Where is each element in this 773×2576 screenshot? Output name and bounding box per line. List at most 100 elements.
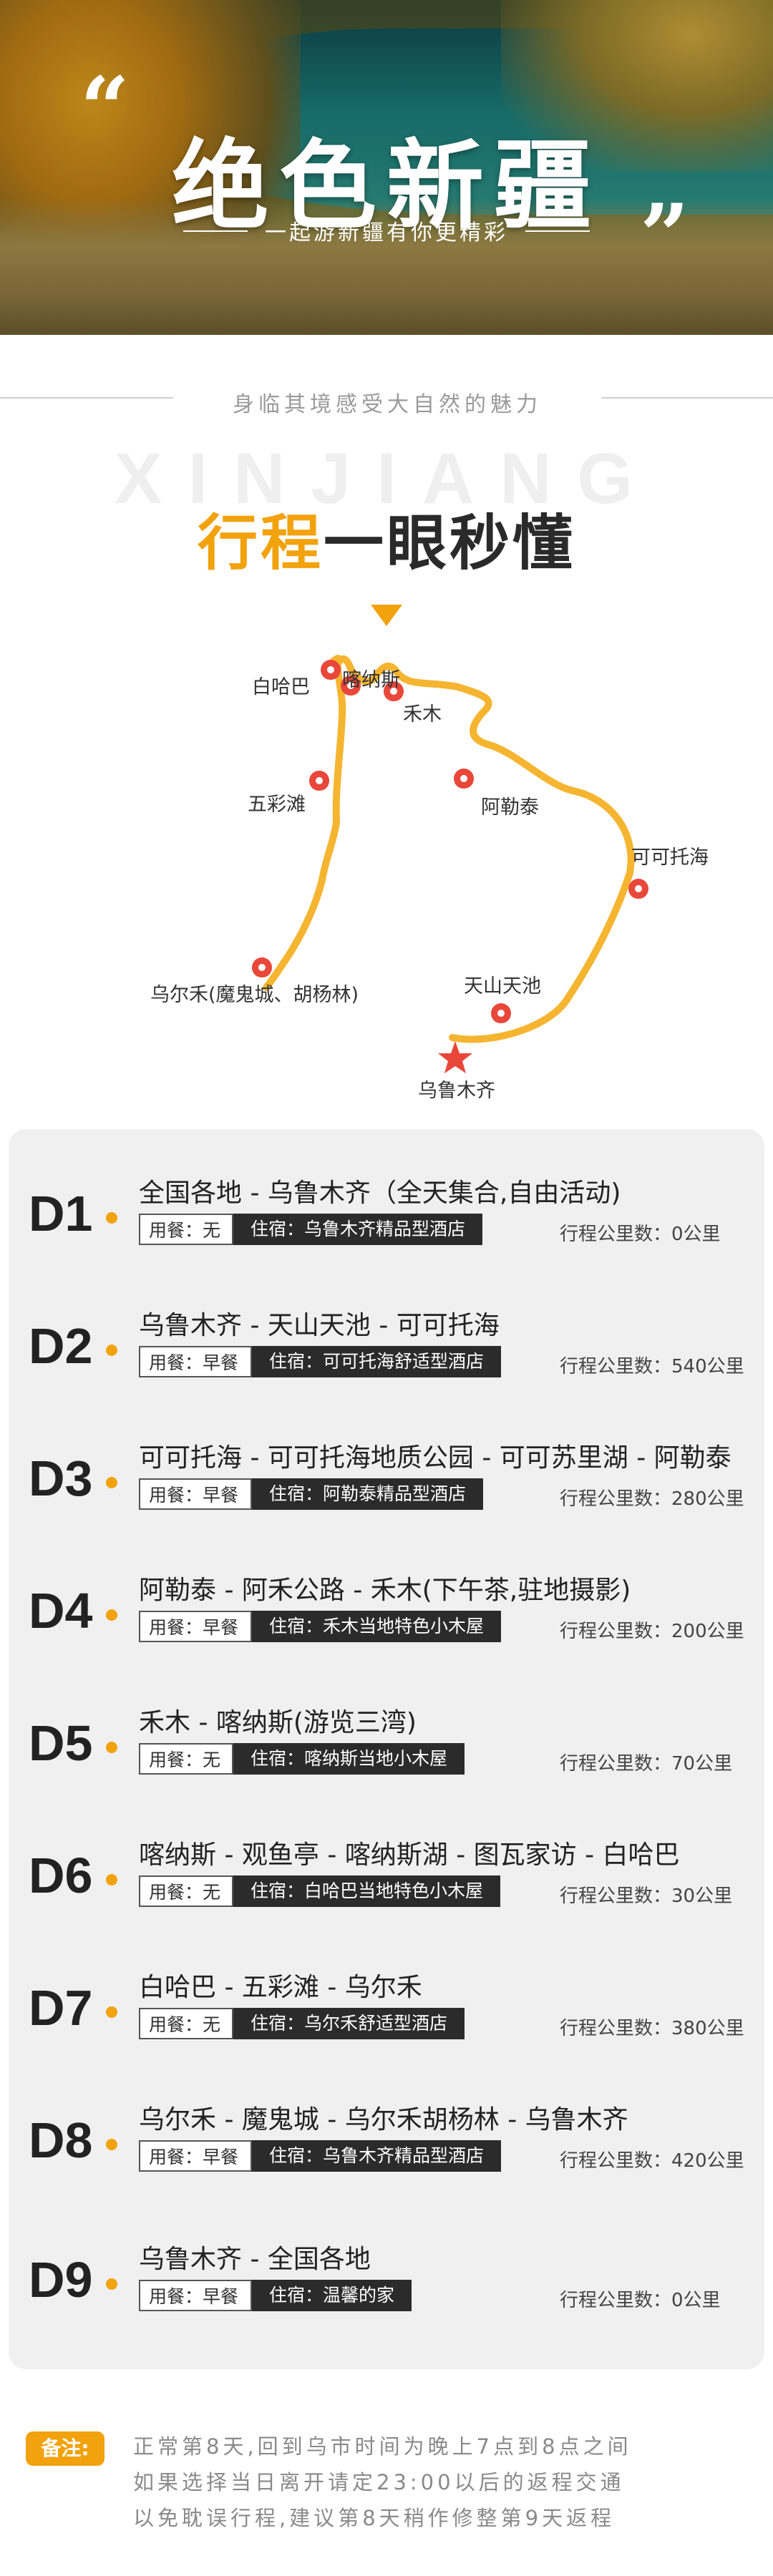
section-title-rest: 一眼秒懂 [324, 508, 576, 578]
tagline-row: 身临其境感受大自然的魅力 [0, 386, 773, 417]
meal-info: 用餐：无 [139, 1743, 233, 1775]
map-label-hemu: 禾木 [403, 703, 442, 726]
meal-info: 用餐：早餐 [139, 1478, 252, 1510]
meal-info: 用餐：早餐 [139, 2140, 252, 2172]
bullet-dot-icon [106, 2006, 117, 2018]
hotel-info: 住宿：喀纳斯当地小木屋 [233, 1743, 465, 1775]
map-label-tianchi: 天山天池 [464, 975, 541, 997]
map-label-wucaitan: 五彩滩 [248, 794, 306, 816]
meal-info: 用餐：无 [139, 1875, 233, 1907]
hero-trees-right-image [501, 0, 773, 172]
route-line [263, 655, 635, 1043]
day-number: D7 [29, 1980, 93, 2036]
map-label-urumqi: 乌鲁木齐 [418, 1080, 495, 1102]
distance-info: 行程公里数：70公里 [560, 1753, 733, 1775]
bullet-dot-icon [106, 1609, 117, 1621]
day-route: 乌鲁木齐 - 天山天池 - 可可托海 [139, 1311, 500, 1340]
note-line: 以免耽误行程,建议第8天稍作修整第9天返程 [133, 2506, 616, 2530]
itinerary-day: D8 乌尔禾 - 魔鬼城 - 乌尔禾胡杨林 - 乌鲁木齐 用餐：早餐 住宿：乌鲁… [9, 2092, 764, 2192]
hotel-info: 住宿：温馨的家 [252, 2280, 412, 2311]
day-number: D4 [29, 1583, 93, 1639]
bullet-dot-icon [106, 2278, 117, 2290]
day-number: D5 [29, 1715, 93, 1771]
pin-kanas-icon [341, 675, 361, 696]
itinerary-card: D1 全国各地 - 乌鲁木齐（全天集合,自由活动) 用餐：无 住宿：乌鲁木齐精品… [9, 1129, 764, 2369]
day-route: 可可托海 - 可可托海地质公园 - 可可苏里湖 - 阿勒泰 [139, 1443, 731, 1473]
itinerary-day: D2 乌鲁木齐 - 天山天池 - 可可托海 用餐：早餐 住宿：可可托海舒适型酒店… [9, 1297, 764, 1397]
day-route: 乌尔禾 - 魔鬼城 - 乌尔禾胡杨林 - 乌鲁木齐 [139, 2105, 628, 2135]
section-title: 行程一眼秒懂 [0, 495, 773, 582]
hotel-info: 住宿：乌鲁木齐精品型酒店 [233, 1214, 483, 1245]
note-badge: 备注: [26, 2431, 104, 2466]
day-number: D8 [29, 2112, 93, 2168]
itinerary-day: D6 喀纳斯 - 观鱼亭 - 喀纳斯湖 - 图瓦家访 - 白哈巴 用餐：无 住宿… [9, 1827, 764, 1927]
bullet-dot-icon [106, 1477, 117, 1488]
distance-info: 行程公里数：380公里 [560, 2018, 744, 2039]
day-route: 禾木 - 喀纳斯(游览三湾) [139, 1708, 417, 1737]
meal-info: 用餐：早餐 [139, 1346, 252, 1377]
pin-tianchi-icon [491, 1003, 511, 1023]
meal-info: 用餐：无 [139, 1214, 233, 1245]
day-number: D6 [29, 1848, 93, 1903]
note-line: 如果选择当日离开请定23:00以后的返程交通 [133, 2470, 625, 2494]
itinerary-day: D1 全国各地 - 乌鲁木齐（全天集合,自由活动) 用餐：无 住宿：乌鲁木齐精品… [9, 1165, 764, 1265]
meal-info: 用餐：早餐 [139, 2280, 252, 2311]
arrow-down-icon [371, 605, 402, 626]
itinerary-day: D9 乌鲁木齐 - 全国各地 用餐：早餐 住宿：温馨的家 行程公里数：0公里 [9, 2231, 764, 2331]
hero-subtitle: 一起游新疆有你更精彩 [183, 215, 590, 246]
bullet-dot-icon [106, 2139, 117, 2150]
day-route: 乌鲁木齐 - 全国各地 [139, 2245, 371, 2274]
hotel-info: 住宿：禾木当地特色小木屋 [252, 1611, 502, 1642]
meal-info: 用餐：无 [139, 2008, 233, 2039]
quote-open-icon: “ [80, 58, 130, 159]
tagline: 身临其境感受大自然的魅力 [233, 392, 542, 417]
day-route: 白哈巴 - 五彩滩 - 乌尔禾 [139, 1973, 422, 2002]
day-number: D1 [29, 1186, 93, 1241]
quote-close-icon: ” [640, 185, 690, 286]
day-route: 喀纳斯 - 观鱼亭 - 喀纳斯湖 - 图瓦家访 - 白哈巴 [139, 1840, 680, 1870]
section-title-accent: 行程 [197, 508, 324, 578]
hero-banner: “ 绝色新疆 一起游新疆有你更精彩 ” [0, 0, 773, 335]
pin-keketuohai-icon [628, 879, 648, 899]
bullet-dot-icon [106, 1742, 117, 1753]
itinerary-day: D4 阿勒泰 - 阿禾公路 - 禾木(下午茶,驻地摄影) 用餐：早餐 住宿：禾木… [9, 1562, 764, 1662]
distance-info: 行程公里数：0公里 [560, 1224, 721, 1245]
hotel-info: 住宿：乌尔禾舒适型酒店 [233, 2008, 465, 2039]
background-watermark-word: XINJIANG [114, 439, 659, 519]
pin-hemu-icon [384, 681, 404, 701]
map-label-aletai: 阿勒泰 [481, 796, 539, 819]
day-route: 全国各地 - 乌鲁木齐（全天集合,自由活动) [139, 1179, 621, 1208]
distance-info: 行程公里数：420公里 [560, 2150, 744, 2172]
itinerary-day: D3 可可托海 - 可可托海地质公园 - 可可苏里湖 - 阿勒泰 用餐：早餐 住… [9, 1430, 764, 1530]
meal-info: 用餐：早餐 [139, 1611, 252, 1642]
distance-info: 行程公里数：0公里 [560, 2290, 721, 2311]
day-number: D9 [29, 2252, 93, 2308]
map-label-kanas: 喀纳斯 [342, 669, 400, 691]
divider [0, 397, 173, 399]
hero-title: 绝色新疆 [172, 130, 601, 243]
note-line: 正常第8天,回到乌市时间为晚上7点到8点之间 [133, 2434, 632, 2459]
route-map-svg [252, 655, 648, 1073]
distance-info: 行程公里数：540公里 [560, 1356, 744, 1377]
hotel-info: 住宿：可可托海舒适型酒店 [252, 1346, 502, 1377]
route-map: 白哈巴 喀纳斯 禾木 五彩滩 阿勒泰 可可托海 乌尔禾(魔鬼城、胡杨林) 天山天… [0, 644, 773, 1102]
bullet-dot-icon [106, 1212, 117, 1224]
map-label-keketuohai: 可可托海 [631, 847, 709, 869]
divider [601, 397, 773, 399]
hotel-info: 住宿：阿勒泰精品型酒店 [252, 1478, 484, 1510]
bullet-dot-icon [106, 1874, 117, 1885]
day-number: D2 [29, 1318, 93, 1374]
map-label-baihaba: 白哈巴 [252, 676, 310, 698]
pin-aletai-icon [454, 769, 474, 789]
itinerary-day: D7 白哈巴 - 五彩滩 - 乌尔禾 用餐：无 住宿：乌尔禾舒适型酒店 行程公里… [9, 1959, 764, 2059]
start-star-icon [438, 1041, 472, 1073]
distance-info: 行程公里数：30公里 [560, 1885, 733, 1907]
pin-baihaba-icon [321, 660, 341, 680]
hotel-info: 住宿：乌鲁木齐精品型酒店 [252, 2140, 502, 2172]
hotel-info: 住宿：白哈巴当地特色小木屋 [233, 1875, 501, 1907]
itinerary-day: D5 禾木 - 喀纳斯(游览三湾) 用餐：无 住宿：喀纳斯当地小木屋 行程公里数… [9, 1694, 764, 1795]
distance-info: 行程公里数：280公里 [560, 1488, 744, 1510]
hero-riverbank-image [0, 199, 773, 335]
day-number: D3 [29, 1450, 93, 1506]
map-label-wuerhe: 乌尔禾(魔鬼城、胡杨林) [150, 984, 359, 1006]
